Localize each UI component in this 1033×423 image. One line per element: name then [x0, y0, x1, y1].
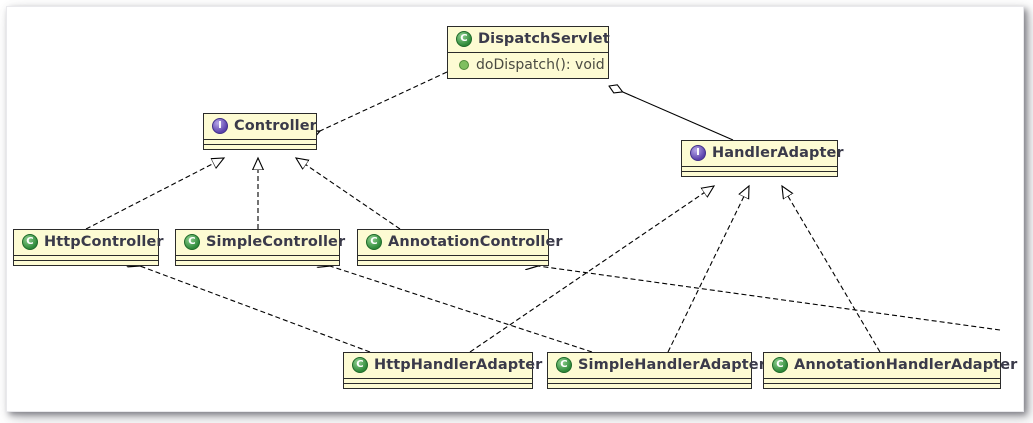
methods-compartment — [764, 384, 1000, 388]
compartment-divider — [204, 139, 316, 140]
methods-compartment — [14, 261, 158, 265]
compartment-divider — [176, 255, 339, 256]
class-node-simplehandleradapter[interactable]: C SimpleHandlerAdapter — [547, 352, 766, 389]
compartment-divider — [358, 255, 548, 256]
compartment-divider — [204, 144, 316, 145]
compartment-divider — [344, 383, 532, 384]
class-icon: C — [352, 357, 368, 373]
class-title-controller: I Controller — [204, 114, 317, 139]
class-node-simplecontroller[interactable]: C SimpleController — [175, 229, 345, 266]
class-icon: C — [22, 234, 38, 250]
class-title-annotationcontroller: C AnnotationController — [358, 230, 563, 255]
attributes-compartment — [358, 256, 548, 260]
interface-node-controller[interactable]: I Controller — [203, 113, 317, 150]
class-title-simplehandleradapter: C SimpleHandlerAdapter — [548, 353, 766, 378]
class-node-annotationcontroller[interactable]: C AnnotationController — [357, 229, 563, 266]
compartment-divider — [548, 383, 751, 384]
compartment-divider — [14, 260, 158, 261]
class-title-httpcontroller: C HttpController — [14, 230, 164, 255]
compartment-divider — [344, 378, 532, 379]
methods-compartment — [204, 145, 316, 149]
class-name-label: Controller — [234, 118, 317, 134]
compartment-divider — [682, 171, 837, 172]
class-icon: C — [184, 234, 200, 250]
attributes-compartment — [176, 256, 339, 260]
class-node-httphandleradapter[interactable]: C HttpHandlerAdapter — [343, 352, 542, 389]
class-title-httphandleradapter: C HttpHandlerAdapter — [344, 353, 542, 378]
methods-compartment — [682, 172, 837, 176]
class-name-label: SimpleHandlerAdapter — [578, 357, 766, 373]
class-icon: C — [772, 357, 788, 373]
class-name-label: SimpleController — [206, 234, 346, 250]
attributes-compartment — [764, 379, 1000, 383]
methods-compartment — [344, 384, 532, 388]
compartment-divider — [764, 383, 1000, 384]
class-node-dispatchservlet[interactable]: C DispatchServlet doDispatch(): void — [447, 26, 610, 79]
compartment-divider — [358, 260, 548, 261]
method-icon — [459, 60, 469, 70]
interface-node-handleradapter[interactable]: I HandlerAdapter — [681, 140, 844, 177]
method-row: doDispatch(): void — [448, 53, 608, 78]
compartment-divider — [448, 52, 608, 53]
class-node-annotationhandleradapter[interactable]: C AnnotationHandlerAdapter — [763, 352, 1017, 389]
class-node-httpcontroller[interactable]: C HttpController — [13, 229, 164, 266]
class-name-label: AnnotationHandlerAdapter — [794, 357, 1018, 373]
compartment-divider — [682, 166, 837, 167]
compartment-divider — [14, 255, 158, 256]
method-label: doDispatch(): void — [476, 57, 605, 73]
attributes-compartment — [682, 167, 837, 171]
attributes-compartment — [548, 379, 751, 383]
attributes-compartment — [344, 379, 532, 383]
class-name-label: HttpController — [44, 234, 164, 250]
class-name-label: AnnotationController — [388, 234, 563, 250]
attributes-compartment — [204, 140, 316, 144]
class-title-dispatchservlet: C DispatchServlet — [448, 27, 610, 52]
compartment-divider — [764, 378, 1000, 379]
methods-compartment — [358, 261, 548, 265]
attributes-compartment — [14, 256, 158, 260]
class-title-annotationhandleradapter: C AnnotationHandlerAdapter — [764, 353, 1017, 378]
class-name-label: HttpHandlerAdapter — [374, 357, 543, 373]
methods-compartment — [176, 261, 339, 265]
methods-compartment — [548, 384, 751, 388]
class-name-label: HandlerAdapter — [712, 145, 844, 161]
interface-icon: I — [690, 145, 706, 161]
class-icon: C — [366, 234, 382, 250]
compartment-divider — [176, 260, 339, 261]
class-name-label: DispatchServlet — [478, 31, 610, 47]
interface-icon: I — [212, 118, 228, 134]
class-title-simplecontroller: C SimpleController — [176, 230, 345, 255]
class-icon: C — [456, 31, 472, 47]
class-icon: C — [556, 357, 572, 373]
compartment-divider — [548, 378, 751, 379]
class-title-handleradapter: I HandlerAdapter — [682, 141, 844, 166]
